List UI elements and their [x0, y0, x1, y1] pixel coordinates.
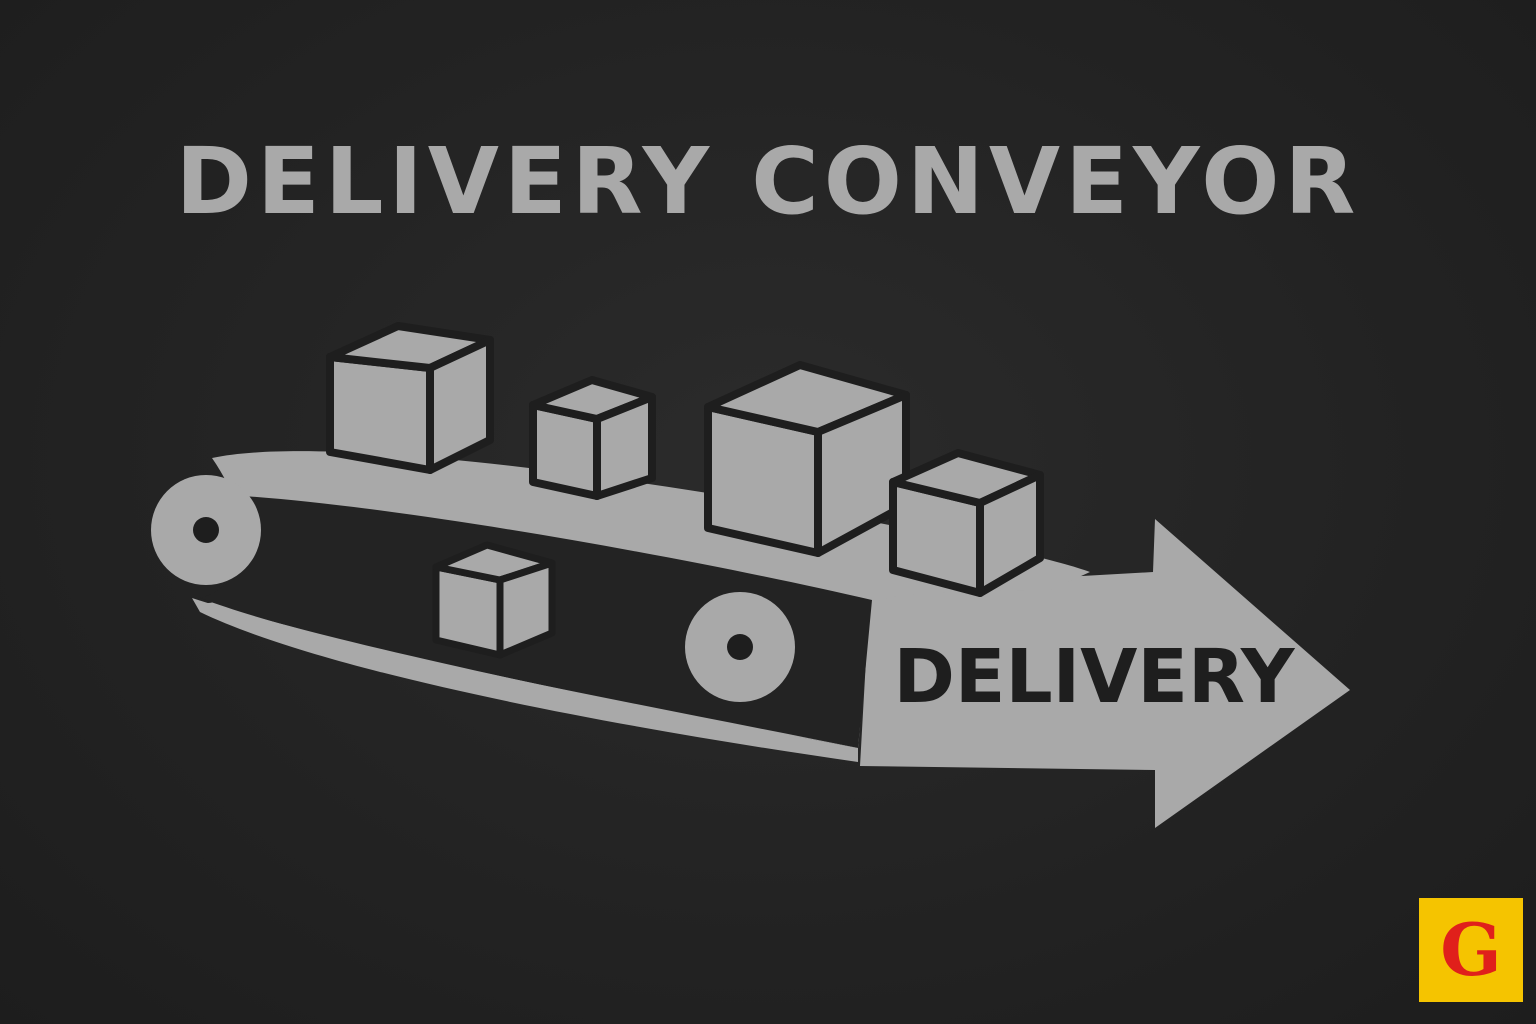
roller-icon: [685, 592, 795, 702]
logo: G: [1419, 898, 1523, 1002]
package-box-icon: [704, 361, 910, 557]
package-box-icon: [529, 376, 656, 500]
roller-icon: [151, 475, 261, 585]
logo-letter: G: [1440, 907, 1502, 992]
package-box-icon: [326, 322, 494, 474]
arrow-label: DELIVERY: [893, 634, 1295, 720]
package-box-icon: [432, 541, 556, 659]
delivery-arrow-icon: [860, 519, 1350, 828]
poster-title: DELIVERY CONVEYOR: [175, 128, 1361, 235]
package-box-icon: [889, 449, 1044, 597]
